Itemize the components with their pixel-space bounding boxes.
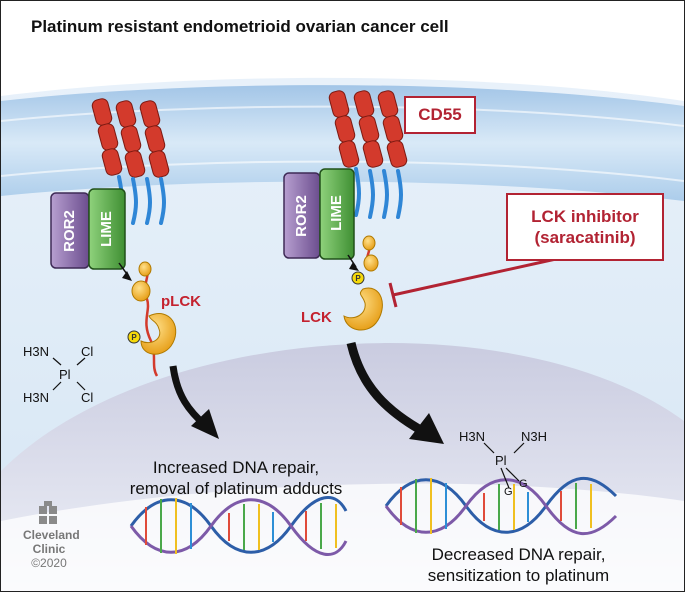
inhibitor-line2: (saracatinib) [534,228,636,247]
right-arrow [346,341,429,437]
right-nh3-left: H3N [459,429,486,444]
phospho-right: P [355,274,361,283]
logo-line2: Clinic [32,542,66,556]
right-pt-center: Pl [495,453,507,468]
lime-label-right: LIME [328,195,345,231]
cd55-label-box: CD55 [404,96,476,134]
dna-right [384,477,618,535]
cd55-label: CD55 [418,105,462,124]
right-g1: G [504,486,513,498]
left-caption: Increased DNA repair, removal of platinu… [106,457,366,499]
ror2-lime-right [283,168,355,260]
cleveland-clinic-logo-icon [39,501,57,524]
inhibitor-box: LCK inhibitor (saracatinib) [506,193,664,261]
right-caption-line1: Decreased DNA repair, [431,545,606,564]
left-caption-line2: removal of platinum adducts [129,479,343,498]
cd55-right [328,90,408,219]
inhibitor-line1: LCK inhibitor [531,207,639,226]
logo-text: Cleveland Clinic ©2020 [23,528,80,570]
left-nh3-bottom: H3N [23,390,50,405]
lck-protein [343,235,383,331]
left-pt-center: Pl [59,367,71,382]
right-caption-line2: sensitization to platinum [427,566,610,585]
lime-label-left: LIME [98,211,115,247]
plck-label: pLCK [161,293,201,310]
right-caption: Decreased DNA repair, sensitization to p… [396,544,641,586]
cisplatin-left-bonds [52,357,86,391]
left-cl-bottom: Cl [81,390,94,405]
logo-copyright: ©2020 [31,556,67,570]
ror2-label-left: ROR2 [61,210,78,252]
left-nh3-top: H3N [23,344,50,359]
diagram-title: Platinum resistant endometrioid ovarian … [31,17,449,36]
adduct-bonds [483,442,525,489]
inhibition-line [392,257,557,297]
cd55-left [91,98,170,225]
plck-protein [127,261,177,377]
left-cl-top: Cl [81,344,94,359]
ror2-lime-left [50,188,126,270]
lck-label: LCK [301,309,332,326]
right-g2: G [519,478,528,490]
ror2-label-right: ROR2 [293,195,310,237]
dna-left [129,496,348,556]
left-caption-line1: Increased DNA repair, [152,458,320,477]
right-nh3-right: N3H [521,429,548,444]
phospho-left: P [131,333,137,342]
logo-line1: Cleveland [23,528,80,542]
